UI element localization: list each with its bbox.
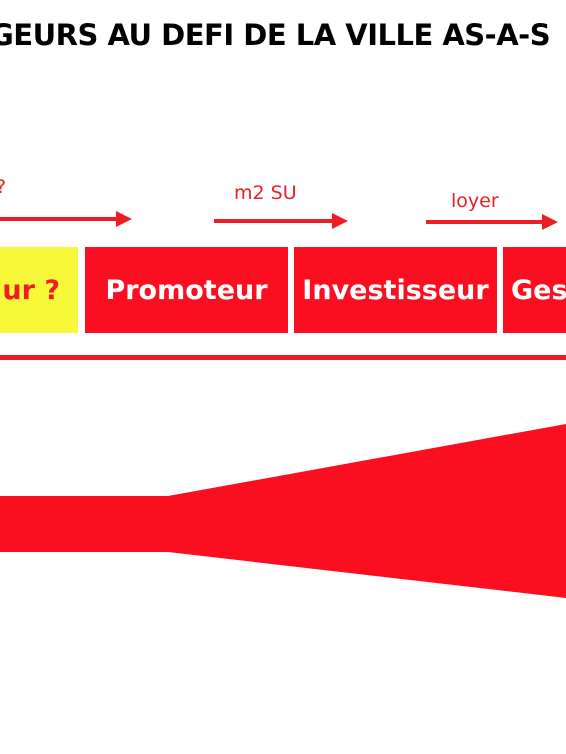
value-funnel-shape	[0, 424, 566, 598]
actor-box-promoteur: Promoteur	[85, 247, 288, 333]
flow-arrow-1	[0, 211, 132, 227]
actor-box-investisseur: Investisseur	[294, 247, 497, 333]
actor-box-investisseur-label: Investisseur	[302, 274, 489, 306]
actor-box-first-label: ur ?	[2, 274, 60, 306]
actor-box-promoteur-label: Promoteur	[105, 274, 268, 306]
flow-label-cut: ?	[0, 176, 6, 198]
flow-arrow-3	[426, 214, 558, 230]
divider-line	[0, 355, 566, 360]
actor-box-first: ur ?	[0, 247, 78, 333]
page-title: GEURS AU DEFI DE LA VILLE AS-A-S	[0, 18, 551, 52]
actor-box-gestionnaire-label: Gest	[511, 274, 566, 306]
flow-arrow-2	[214, 213, 348, 229]
flow-label-m2-su: m2 SU	[234, 182, 297, 204]
actor-box-gestionnaire: Gest	[503, 247, 566, 333]
flow-label-loyer: loyer	[451, 190, 499, 212]
